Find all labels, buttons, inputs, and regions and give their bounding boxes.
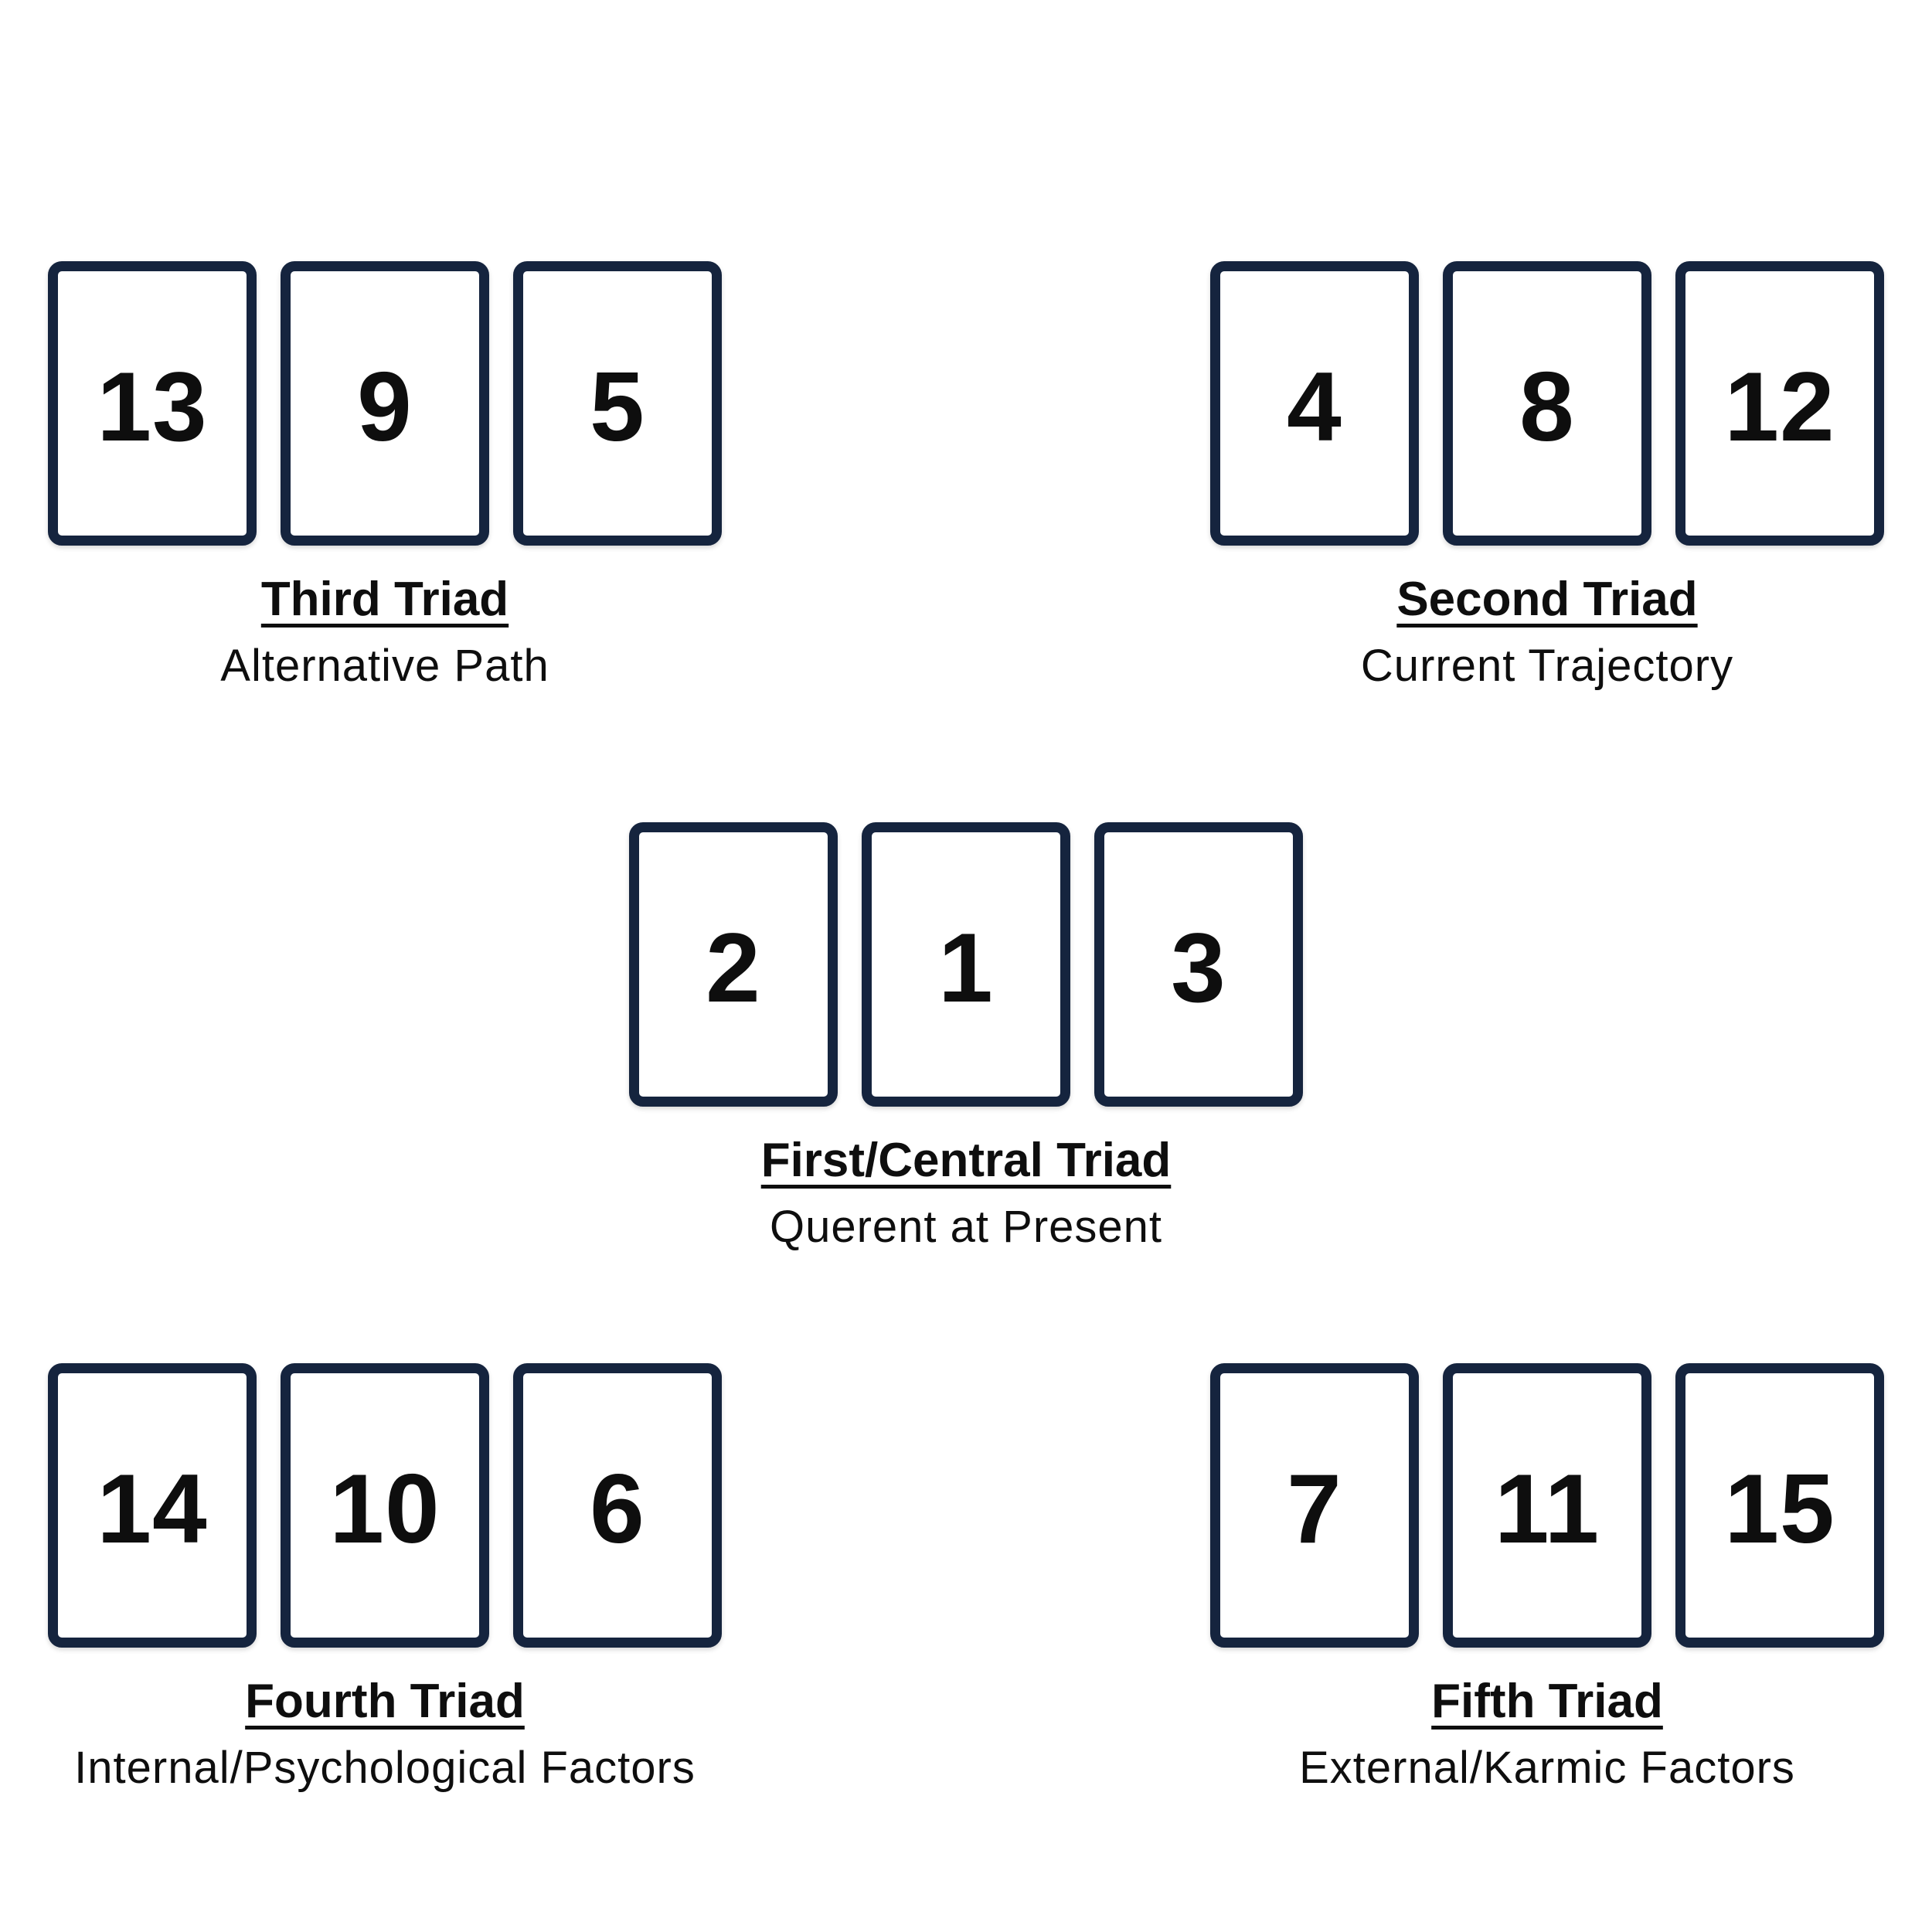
triad-fifth-cards-row: 7 11 15 — [1210, 1363, 1884, 1648]
card-number: 8 — [1519, 351, 1575, 461]
triad-subtitle: Internal/Psychological Factors — [74, 1743, 696, 1794]
card-position-15: 15 — [1675, 1363, 1884, 1648]
triad-subtitle: Querent at Present — [769, 1202, 1163, 1253]
card-number: 13 — [97, 351, 208, 461]
card-number: 12 — [1724, 351, 1835, 461]
card-number: 5 — [590, 351, 645, 461]
card-number: 11 — [1494, 1453, 1600, 1563]
triad-title: Second Triad — [1396, 573, 1698, 626]
card-position-11: 11 — [1443, 1363, 1651, 1648]
triad-subtitle: Alternative Path — [220, 641, 549, 692]
triad-group-second: 4 8 12 Second Triad Current Trajectory — [1210, 261, 1884, 691]
card-number: 14 — [97, 1453, 208, 1563]
card-number: 3 — [1171, 912, 1226, 1022]
triad-subtitle: Current Trajectory — [1360, 641, 1734, 692]
card-position-7: 7 — [1210, 1363, 1419, 1648]
triad-group-fourth: 14 10 6 Fourth Triad Internal/Psychologi… — [48, 1363, 722, 1793]
card-position-13: 13 — [48, 261, 257, 546]
card-position-5: 5 — [513, 261, 722, 546]
triad-group-fifth: 7 11 15 Fifth Triad External/Karmic Fact… — [1210, 1363, 1884, 1793]
card-position-10: 10 — [281, 1363, 489, 1648]
card-position-1: 1 — [862, 822, 1070, 1107]
card-position-12: 12 — [1675, 261, 1884, 546]
card-position-4: 4 — [1210, 261, 1419, 546]
card-position-14: 14 — [48, 1363, 257, 1648]
card-number: 15 — [1724, 1453, 1835, 1563]
card-position-8: 8 — [1443, 261, 1651, 546]
triad-group-first-central: 2 1 3 First/Central Triad Querent at Pre… — [629, 822, 1303, 1252]
card-number: 4 — [1287, 351, 1342, 461]
triad-subtitle: External/Karmic Factors — [1299, 1743, 1795, 1794]
card-position-6: 6 — [513, 1363, 722, 1648]
card-position-2: 2 — [629, 822, 838, 1107]
triad-third-cards-row: 13 9 5 — [48, 261, 722, 546]
card-position-9: 9 — [281, 261, 489, 546]
triad-title: Fourth Triad — [245, 1675, 525, 1728]
card-number: 2 — [706, 912, 761, 1022]
triad-group-third: 13 9 5 Third Triad Alternative Path — [48, 261, 722, 691]
card-number: 7 — [1287, 1453, 1342, 1563]
triad-first-cards-row: 2 1 3 — [629, 822, 1303, 1107]
card-position-3: 3 — [1094, 822, 1303, 1107]
triad-title: First/Central Triad — [760, 1134, 1172, 1187]
card-number: 6 — [590, 1453, 645, 1563]
card-number: 9 — [357, 351, 413, 461]
card-number: 10 — [329, 1453, 440, 1563]
triad-title: Third Triad — [260, 573, 509, 626]
triad-title: Fifth Triad — [1431, 1675, 1663, 1728]
triad-fourth-cards-row: 14 10 6 — [48, 1363, 722, 1648]
card-number: 1 — [938, 912, 994, 1022]
triad-second-cards-row: 4 8 12 — [1210, 261, 1884, 546]
